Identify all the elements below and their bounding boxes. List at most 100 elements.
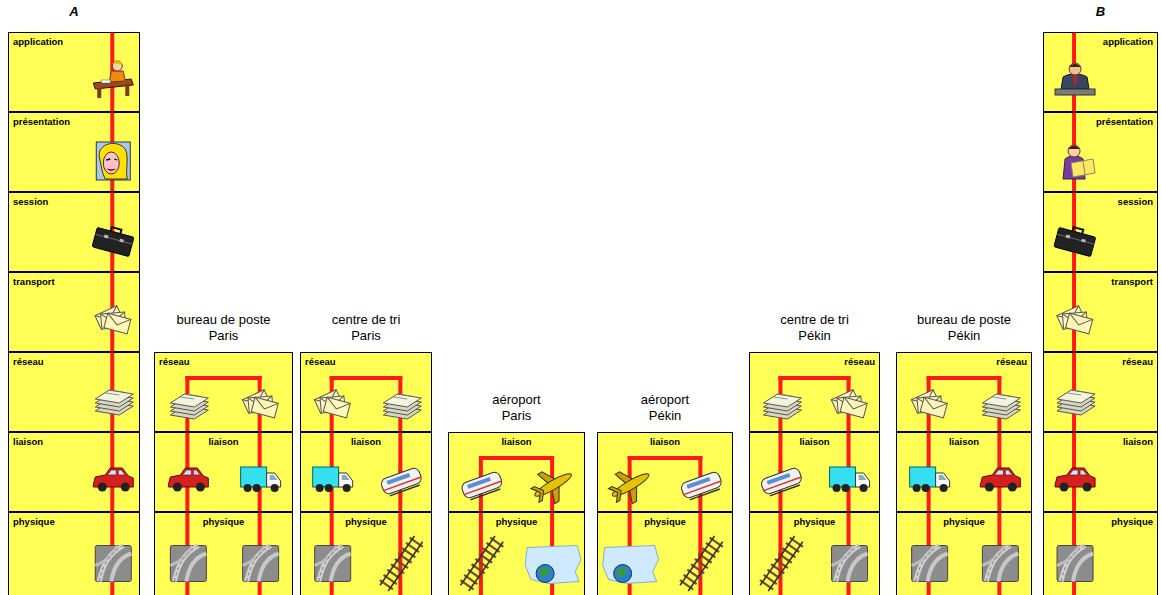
layer-label: réseau [1044, 353, 1157, 370]
layer-label: réseau [301, 353, 431, 370]
pile-icon [1057, 390, 1095, 415]
osi-layer: application [8, 32, 140, 112]
layer-fill [896, 352, 1032, 432]
layer-fill [8, 32, 140, 112]
layer-fill [597, 432, 733, 512]
osi-layer: physique [8, 512, 140, 595]
signal-line [481, 456, 552, 460]
layer-label: physique [897, 513, 1031, 530]
brief-icon [92, 224, 135, 257]
layer-fill [448, 512, 585, 595]
truck-icon [313, 467, 353, 492]
layer-label: physique [1044, 513, 1157, 530]
layer-label: liaison [1044, 433, 1157, 450]
layer-fill [8, 112, 140, 192]
layer-fill [154, 512, 293, 595]
stack-heading: B [1081, 4, 1121, 20]
road-icon [1057, 546, 1093, 582]
signal-path [479, 458, 483, 555]
signal-line [780, 376, 848, 380]
layer-fill [896, 512, 1032, 595]
signal-path [550, 458, 554, 555]
layer-stack: Aapplicationprésentationsessiontransport… [8, 4, 140, 595]
osi-layer: physique [896, 512, 1032, 595]
stack-heading: aéroport Paris [482, 392, 552, 424]
osi-layer: présentation [1043, 112, 1158, 192]
signal-line [630, 456, 701, 460]
layer-fill [8, 432, 140, 512]
layer-stack: bureau de poste Pékinréseauliaisonphysiq… [896, 312, 1032, 595]
letters-icon [314, 390, 350, 418]
layer-fill [597, 512, 733, 595]
layer-stack: aéroport Paris liaison physique [448, 392, 585, 595]
letters-icon [831, 390, 867, 418]
layer-fill [1043, 112, 1158, 192]
truck-icon [830, 467, 870, 492]
layer-fill [8, 192, 140, 272]
pile-icon [383, 394, 421, 419]
layer-label: physique [598, 513, 732, 530]
plane-icon [526, 460, 579, 510]
layer-label: physique [155, 513, 292, 530]
signal-path [398, 378, 402, 472]
stack-heading: A [54, 4, 94, 20]
stack-heading: centre de tri Pékin [767, 312, 862, 344]
osi-layer: liaison [749, 432, 880, 512]
layer-fill [749, 432, 880, 512]
layer-label: physique [301, 513, 431, 530]
signal-line [332, 376, 401, 380]
road-icon [243, 546, 279, 582]
osi-layer: liaison [597, 432, 733, 512]
train-icon [680, 471, 724, 502]
layer-label: réseau [897, 353, 1031, 370]
layer-fill [1043, 352, 1158, 432]
osi-layer: liaison [896, 432, 1032, 512]
train-icon [380, 467, 424, 498]
osi-layer: réseau [8, 352, 140, 432]
stack-heading: centre de tri Paris [319, 312, 414, 344]
stack-heading: aéroport Pékin [630, 392, 700, 424]
signal-path [110, 34, 114, 152]
plane-icon [604, 460, 657, 510]
car-icon [168, 468, 208, 492]
letters-icon [911, 390, 947, 418]
layer-label: réseau [155, 353, 292, 370]
osi-layer: physique [448, 512, 585, 595]
layer-fill [749, 352, 880, 432]
osi-layer: physique [1043, 512, 1158, 595]
layer-label: physique [750, 513, 879, 530]
signal-path [185, 378, 189, 472]
layer-label: liaison [155, 433, 292, 450]
osi-layer: transport [8, 272, 140, 352]
train-icon [760, 467, 804, 498]
layer-label: liaison [301, 433, 431, 450]
layer-fill [8, 352, 140, 432]
osi-layer: liaison [448, 432, 585, 512]
layer-fill [1043, 512, 1158, 595]
osi-layer: physique [154, 512, 293, 595]
face-icon [96, 142, 130, 180]
osi-layer: liaison [300, 432, 432, 512]
pile-icon [95, 390, 133, 415]
layer-fill [300, 352, 432, 432]
truck-icon [910, 467, 950, 492]
osi-layer: physique [749, 512, 880, 595]
layer-label: liaison [449, 433, 584, 450]
layer-label: présentation [9, 113, 139, 130]
layer-label: physique [9, 513, 139, 530]
layer-fill [896, 432, 1032, 512]
layer-label: transport [1044, 273, 1157, 290]
signal-line [187, 376, 259, 380]
layer-label: application [9, 33, 139, 50]
osi-layer: réseau [896, 352, 1032, 432]
layer-fill [154, 352, 293, 432]
layer-fill [300, 512, 432, 595]
rail-icon [758, 534, 806, 592]
osi-layer: physique [597, 512, 733, 595]
layer-label: liaison [897, 433, 1031, 450]
signal-path [778, 378, 782, 472]
train-icon [460, 471, 504, 502]
rail-icon [458, 534, 506, 592]
layer-label: liaison [9, 433, 139, 450]
